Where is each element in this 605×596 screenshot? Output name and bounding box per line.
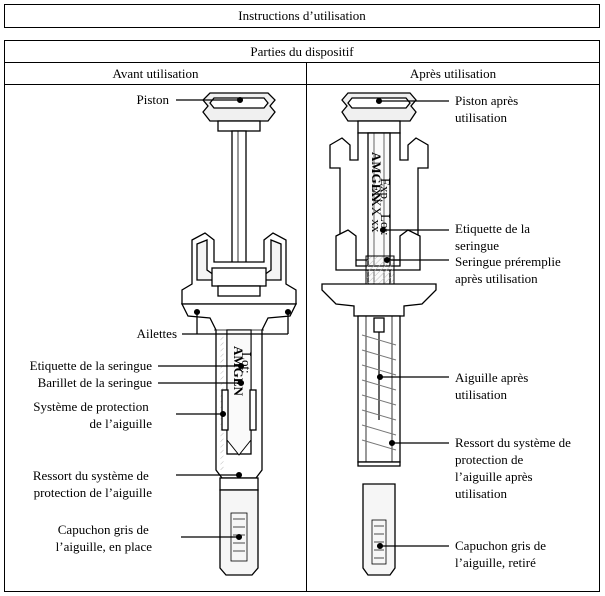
column-header-row: Avant utilisation Après utilisation (5, 63, 599, 85)
syringe-exp-after: Exp. (378, 178, 393, 202)
column-before-use-header: Avant utilisation (112, 66, 199, 81)
syringe-brand-after: AMGEN (369, 152, 384, 202)
label-grey-needle-cap-on: Capuchon gris de l’aiguille, en place (56, 522, 153, 554)
leader-lines-before (158, 96, 292, 541)
label-used-plunger: Piston après utilisation (455, 93, 521, 125)
label-used-needle: Aiguille après utilisation (455, 370, 532, 402)
document-title: Instructions d’utilisation (238, 8, 366, 23)
label-piston: Piston (136, 92, 169, 107)
label-ailettes: Ailettes (137, 326, 177, 341)
label-grey-needle-cap-removed: Capuchon gris de l’aiguille, retiré (455, 538, 549, 570)
section-title: Parties du dispositif (5, 41, 599, 63)
labels-before-use: Piston Ailettes Etiquette de la seringue… (30, 92, 177, 554)
column-after-use-header: Après utilisation (409, 66, 497, 81)
syringe-before-use: AMGEN Lot: (180, 92, 298, 576)
syringe-batch-after: XXX xx (369, 188, 384, 233)
label-syringe-barrel: Barillet de la seringue (38, 375, 153, 390)
labels-after-use: Piston après utilisation Etiquette de la… (455, 93, 574, 570)
column-divider (306, 63, 307, 591)
label-syringe-label: Etiquette de la seringue (30, 358, 153, 373)
leader-lines-after (375, 97, 449, 550)
syringe-after-use: AMGEN XXX xx Exp. Lot: (321, 92, 437, 576)
syringe-lot-after: Lot: (378, 214, 393, 236)
label-used-prefilled-syringe: Seringue préremplie après utilisation (455, 254, 564, 286)
device-parts-table: Parties du dispositif Avant utilisation … (4, 40, 600, 592)
title-box: Instructions d’utilisation (4, 4, 600, 28)
syringe-lot-before: Lot: (239, 352, 254, 374)
label-syringe-label-after: Etiquette de la seringue (455, 221, 533, 253)
label-used-needle-guard-spring: Ressort du système de protection de l’ai… (455, 435, 574, 501)
label-needle-guard-spring: Ressort du système de protection de l’ai… (33, 468, 152, 500)
label-needle-guard: Système de protection de l’aiguille (33, 399, 152, 431)
